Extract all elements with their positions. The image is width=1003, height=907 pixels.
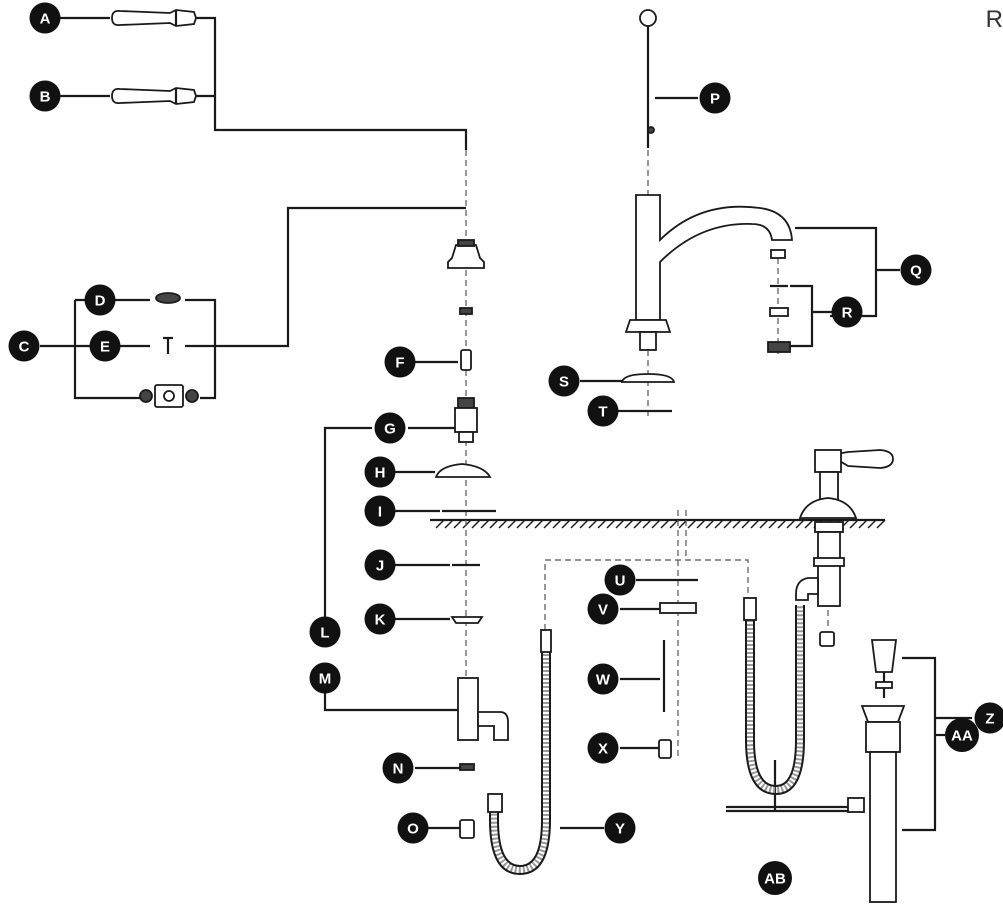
callout-y: Y xyxy=(604,812,636,844)
lift-rod xyxy=(639,9,657,148)
index-button xyxy=(155,292,181,304)
callout-label: J xyxy=(376,558,384,575)
mounting-nut-left xyxy=(450,616,484,624)
callout-g: G xyxy=(374,412,406,444)
callout-e: E xyxy=(89,330,121,362)
aerator-parts xyxy=(767,249,791,353)
callout-q: Q xyxy=(900,254,932,286)
spout-body xyxy=(624,194,793,351)
supply-hose-left xyxy=(487,629,552,876)
nut-left xyxy=(459,819,475,839)
lever-handle-a xyxy=(111,9,197,27)
small-ring xyxy=(459,307,473,315)
callout-l: L xyxy=(309,616,341,648)
callout-i: I xyxy=(364,495,396,527)
valve-body xyxy=(457,677,509,741)
callout-label: N xyxy=(393,761,404,778)
callout-o: O xyxy=(397,812,429,844)
callout-label: Y xyxy=(615,821,625,838)
callout-label: X xyxy=(598,741,608,758)
callout-z: Z xyxy=(974,702,1003,734)
valve-cartridge xyxy=(454,397,478,443)
callout-t: T xyxy=(587,395,619,427)
callout-label: V xyxy=(598,602,608,619)
callout-label: AB xyxy=(764,871,786,888)
stem-extension xyxy=(460,349,472,371)
pop-up-drain xyxy=(726,639,906,903)
callout-label: T xyxy=(598,404,607,421)
callout-a: A xyxy=(29,2,61,34)
callout-r: R xyxy=(831,296,863,328)
o-ring-left xyxy=(459,763,475,771)
callout-w: W xyxy=(587,663,619,695)
callout-label: G xyxy=(384,421,396,438)
callout-ab: AB xyxy=(758,861,792,895)
callout-f: F xyxy=(384,346,416,378)
callout-label: M xyxy=(319,671,332,688)
callout-m: M xyxy=(309,662,341,694)
callout-label: D xyxy=(95,293,106,310)
callout-label: Q xyxy=(910,263,922,280)
countertop xyxy=(430,518,886,529)
supply-hose-right xyxy=(743,597,805,796)
callout-label: O xyxy=(407,821,419,838)
callout-h: H xyxy=(364,456,396,488)
callout-c: C xyxy=(8,330,40,362)
callout-label: F xyxy=(395,355,404,372)
callout-label: C xyxy=(19,339,30,356)
callout-label: R xyxy=(842,305,853,322)
callout-label: AA xyxy=(951,728,973,745)
callout-label: I xyxy=(378,504,382,521)
callout-j: J xyxy=(364,549,396,581)
callout-label: S xyxy=(559,374,569,391)
callout-aa: AA xyxy=(945,718,979,752)
callout-n: N xyxy=(382,752,414,784)
handle-screw xyxy=(163,336,173,354)
callout-v: V xyxy=(587,593,619,625)
lever-handle-b xyxy=(111,87,197,105)
callout-b: B xyxy=(29,80,61,112)
callout-label: A xyxy=(40,11,51,28)
valve-cap xyxy=(447,239,485,269)
callout-s: S xyxy=(548,365,580,397)
handle-adapter xyxy=(139,384,199,408)
leader-lines xyxy=(40,16,972,832)
callout-label: B xyxy=(40,89,51,106)
right-valve-assembly xyxy=(795,449,894,647)
callout-x: X xyxy=(587,732,619,764)
callout-label: L xyxy=(320,625,329,642)
callout-label: Z xyxy=(985,711,994,728)
callout-p: P xyxy=(699,82,731,114)
callout-label: E xyxy=(100,339,110,356)
spout-coupling xyxy=(658,739,672,759)
callout-label: U xyxy=(615,573,626,590)
callout-label: W xyxy=(596,672,611,689)
callout-label: K xyxy=(375,612,386,629)
callout-label: P xyxy=(710,91,720,108)
corner-mark: R xyxy=(985,6,1003,33)
center-lines xyxy=(465,30,885,760)
escutcheon-flange-left xyxy=(434,463,492,478)
spout-base xyxy=(620,373,676,383)
callout-label: H xyxy=(375,465,386,482)
callout-k: K xyxy=(364,603,396,635)
callout-u: U xyxy=(604,564,636,596)
callout-d: D xyxy=(84,284,116,316)
spout-nut xyxy=(659,602,697,614)
